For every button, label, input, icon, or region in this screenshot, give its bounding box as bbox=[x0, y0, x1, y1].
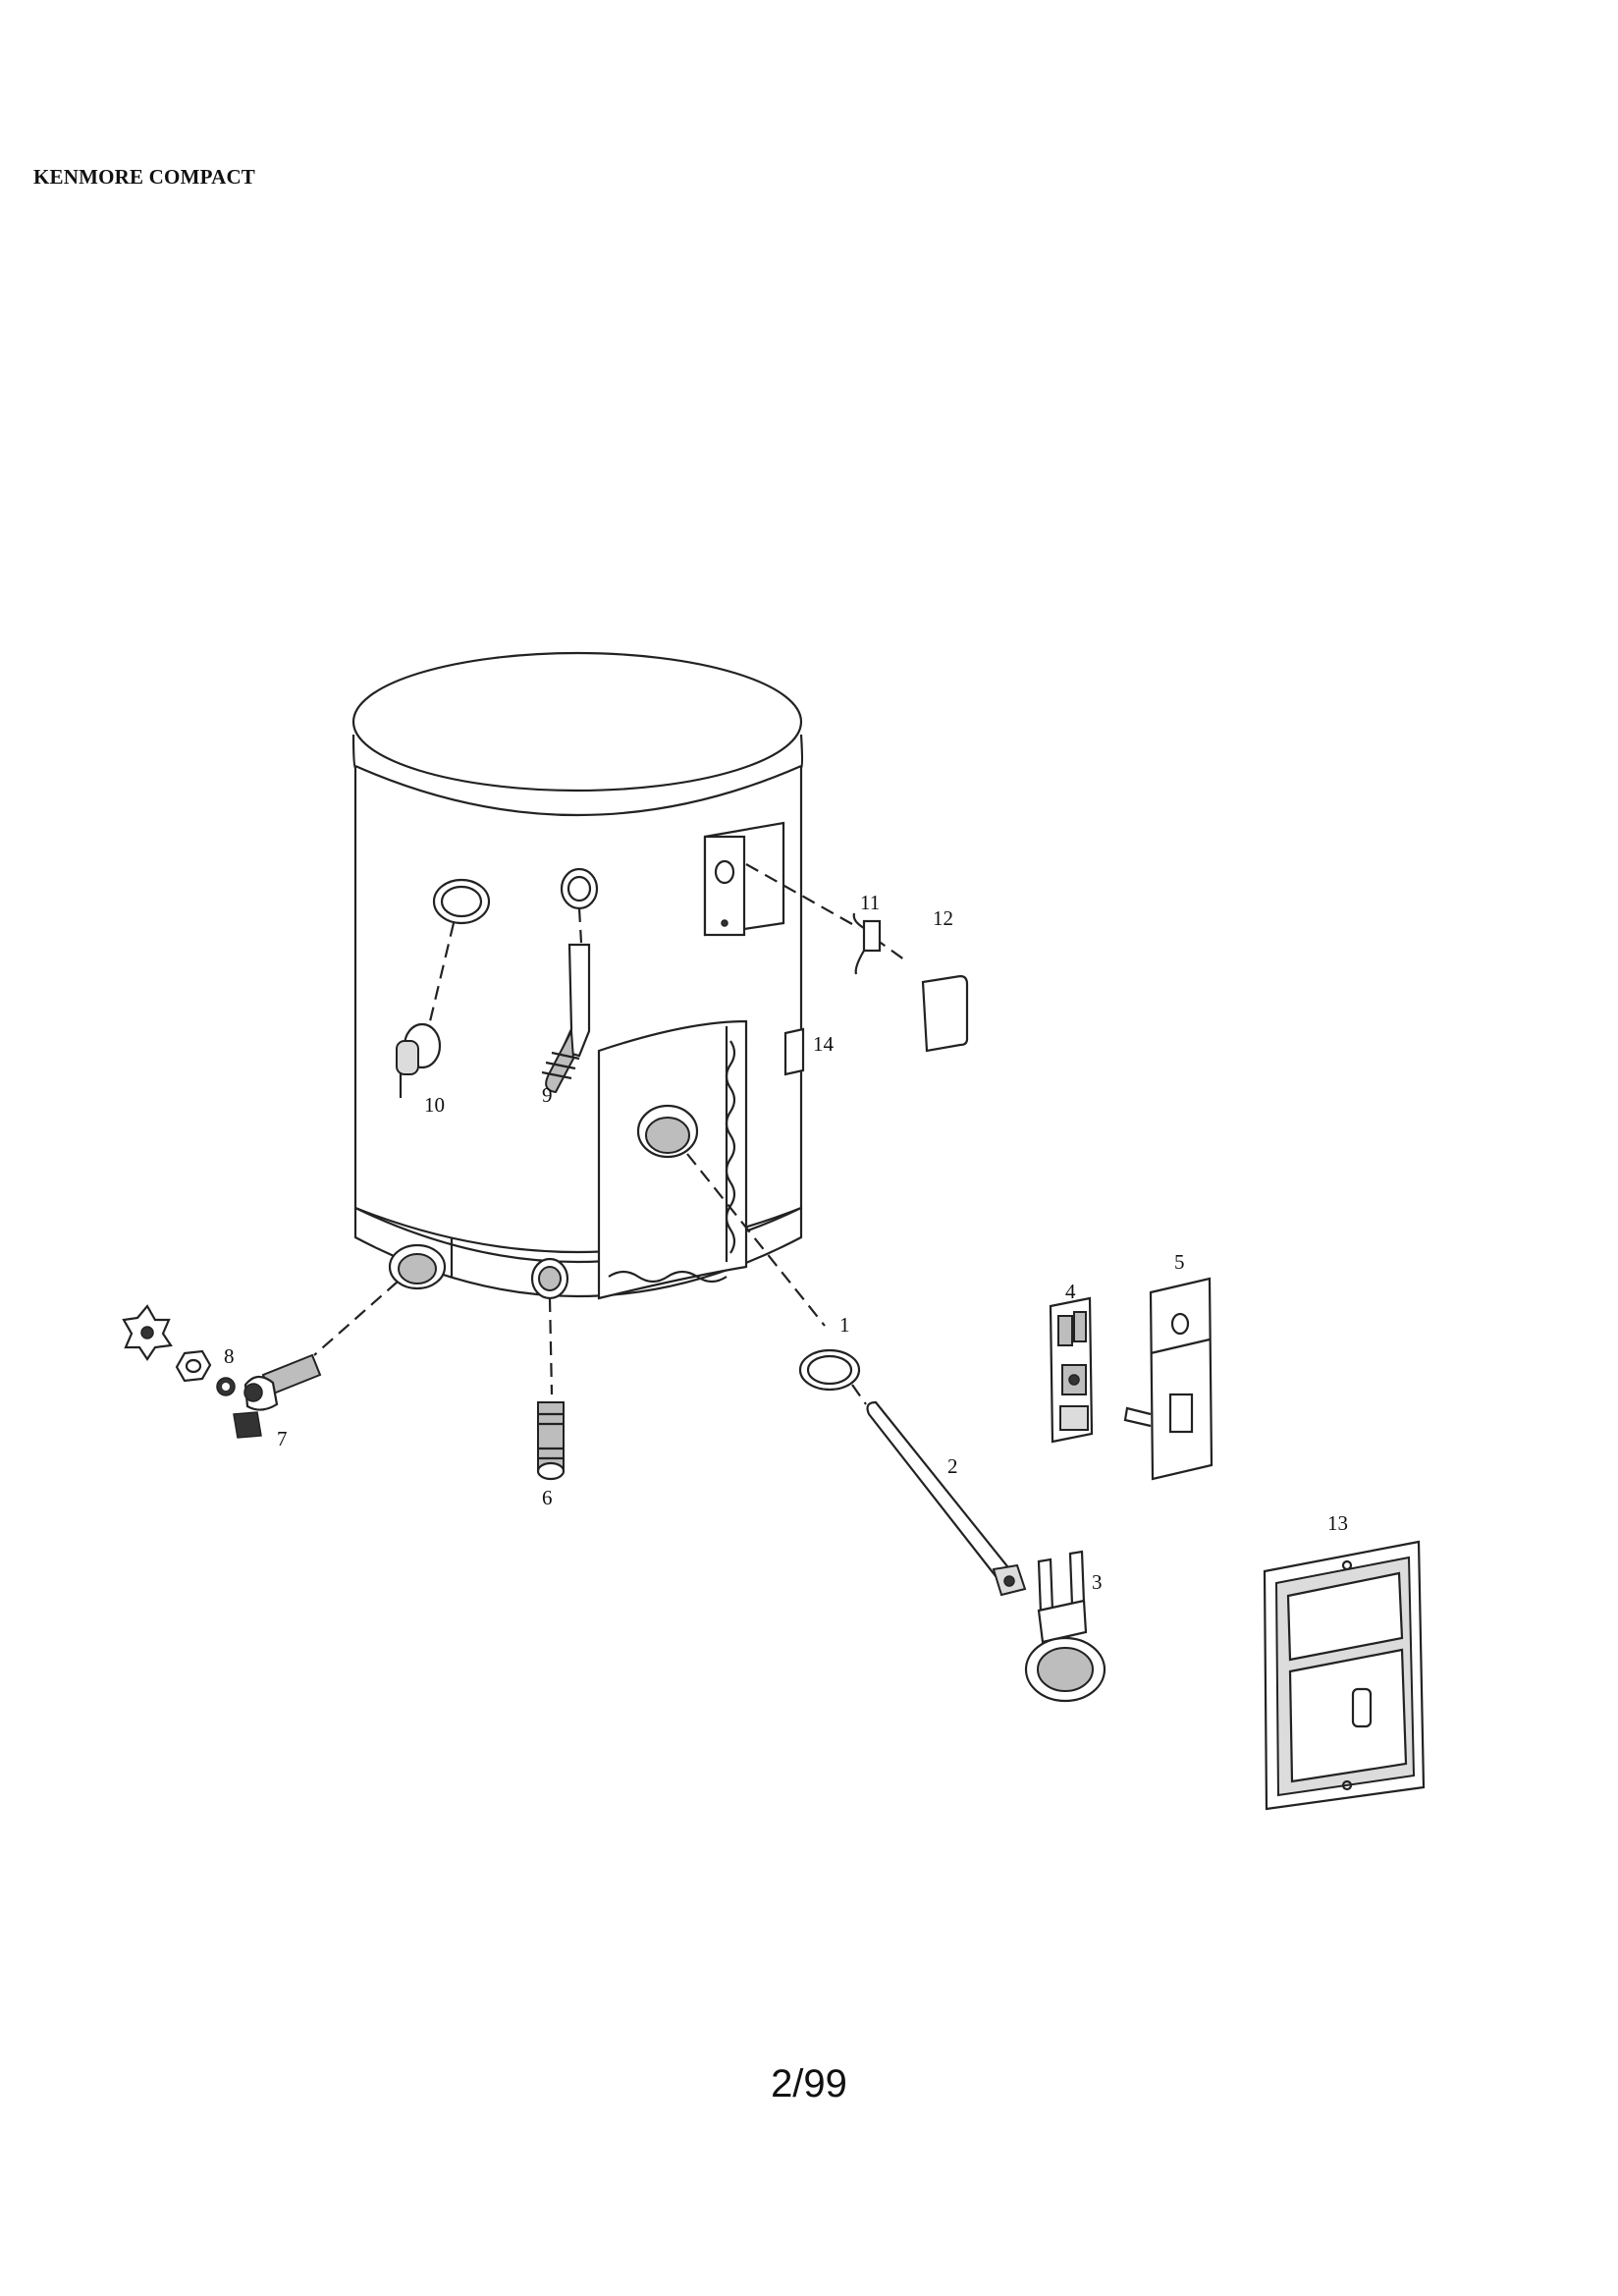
thermostat-dial bbox=[1068, 1374, 1080, 1386]
drain-valve-spout bbox=[233, 1411, 262, 1439]
tank-top bbox=[351, 651, 803, 793]
bracket-prong-left bbox=[1037, 1558, 1054, 1614]
drain-valve-stem bbox=[243, 1383, 263, 1402]
tank-body bbox=[351, 734, 804, 1263]
label-3: 3 bbox=[1092, 1570, 1103, 1594]
upper-fitting-left-inner bbox=[440, 885, 483, 918]
label-4: 4 bbox=[1065, 1280, 1076, 1303]
thermostat-bracket-plate bbox=[1149, 1277, 1214, 1481]
leader-7 bbox=[313, 1281, 399, 1356]
leader-2 bbox=[851, 1384, 867, 1405]
diagram-title: KENMORE COMPACT bbox=[33, 165, 256, 189]
inlet-nipple-body bbox=[537, 1401, 565, 1472]
leader-11 bbox=[745, 863, 860, 929]
part-1-element-gasket bbox=[798, 1348, 861, 1392]
upper-bracket-screw bbox=[721, 919, 728, 927]
tank-top-rim bbox=[354, 764, 802, 817]
bracket-prong-right bbox=[1068, 1550, 1086, 1607]
element-port-inner bbox=[645, 1117, 690, 1154]
switch-wire bbox=[854, 950, 865, 975]
leader-1 bbox=[686, 1153, 826, 1327]
label-13: 13 bbox=[1327, 1511, 1348, 1535]
bracket-ring-inner bbox=[1037, 1647, 1094, 1692]
label-10: 10 bbox=[424, 1093, 445, 1117]
part-5-thermostat-bracket bbox=[1123, 1277, 1214, 1481]
part-9-outlet-nipple bbox=[541, 943, 591, 1094]
label-2: 2 bbox=[947, 1454, 958, 1478]
cold-inlet-fitting-inner bbox=[538, 1266, 562, 1291]
part-4-thermostat bbox=[1049, 1296, 1094, 1444]
leader-10 bbox=[428, 922, 456, 1022]
thermostat-bracket-tab bbox=[1123, 1406, 1152, 1428]
access-door-upper-panel bbox=[1286, 1571, 1404, 1662]
access-door-handle bbox=[1351, 1687, 1373, 1728]
gasket-outer bbox=[798, 1348, 861, 1392]
switch-body bbox=[862, 919, 882, 953]
part-3-element-bracket bbox=[1024, 1550, 1106, 1703]
inlet-nipple-threads bbox=[538, 1412, 564, 1460]
valve-nut bbox=[175, 1349, 212, 1383]
part-7-drain-valve bbox=[233, 1353, 322, 1439]
hot-outlet-fitting bbox=[560, 867, 599, 910]
upper-bracket-hole bbox=[714, 859, 735, 885]
access-door-screw-bottom bbox=[1341, 1779, 1353, 1791]
label-5: 5 bbox=[1174, 1250, 1185, 1274]
valve-nut-hole bbox=[185, 1358, 202, 1374]
part-12-upper-cover bbox=[921, 974, 969, 1053]
lower-access-opening bbox=[597, 1019, 748, 1300]
access-door-screw-top bbox=[1341, 1559, 1353, 1571]
leader-6 bbox=[548, 1297, 554, 1395]
access-door-lower-panel bbox=[1288, 1648, 1408, 1783]
thermostat-bracket-fold bbox=[1150, 1338, 1211, 1355]
part-2-heating-element bbox=[866, 1400, 1027, 1597]
label-9: 9 bbox=[542, 1083, 553, 1107]
hot-outlet-fitting-inner bbox=[566, 875, 592, 902]
label-12: 12 bbox=[933, 906, 953, 930]
part-10-relief-valve bbox=[396, 1022, 442, 1098]
part-11-switch bbox=[852, 912, 882, 975]
insulation-squiggle bbox=[725, 1040, 736, 1254]
thermostat-base bbox=[1059, 1405, 1089, 1431]
drain-fitting-inner bbox=[398, 1253, 437, 1285]
upper-cover-plate bbox=[921, 974, 969, 1053]
thermostat-bracket-window bbox=[1168, 1393, 1194, 1434]
label-plate bbox=[783, 1027, 805, 1076]
label-11: 11 bbox=[860, 891, 880, 914]
relief-valve-cap bbox=[396, 1040, 419, 1075]
outlet-nipple-pipe bbox=[560, 943, 591, 1058]
valve-washer-hole bbox=[222, 1383, 230, 1391]
thermostat-terminal-upper-right bbox=[1073, 1311, 1087, 1342]
gasket-inner bbox=[806, 1354, 853, 1386]
label-7: 7 bbox=[277, 1427, 288, 1450]
part-8-valve-hardware bbox=[122, 1304, 236, 1396]
thermostat-terminal-upper bbox=[1057, 1315, 1073, 1346]
label-14: 14 bbox=[813, 1032, 835, 1056]
part-labels: 1 2 3 4 5 6 7 8 9 10 11 12 13 14 bbox=[224, 891, 1348, 1594]
part-13-access-door bbox=[1263, 1540, 1426, 1811]
thermostat-bracket-hole bbox=[1170, 1312, 1190, 1336]
leader-9 bbox=[577, 907, 583, 944]
page-number: 2/99 bbox=[771, 2062, 847, 2105]
label-8: 8 bbox=[224, 1344, 235, 1368]
upper-thermostat-bracket bbox=[703, 835, 746, 937]
bracket-neck bbox=[1037, 1599, 1088, 1644]
insulation-bottom-squiggle bbox=[608, 1270, 728, 1284]
switch-wire-top bbox=[852, 912, 865, 929]
heating-element-terminal bbox=[1003, 1575, 1015, 1587]
label-1: 1 bbox=[839, 1313, 850, 1337]
water-heater-tank bbox=[351, 651, 805, 1300]
valve-handle-center bbox=[140, 1326, 154, 1339]
heating-element-rod bbox=[866, 1400, 1013, 1583]
outlet-nipple-thread-lines bbox=[541, 1051, 580, 1080]
leader-lines bbox=[313, 863, 909, 1405]
part-6-inlet-nipple bbox=[536, 1401, 566, 1481]
inlet-nipple-end bbox=[536, 1461, 566, 1481]
label-6: 6 bbox=[542, 1486, 553, 1509]
